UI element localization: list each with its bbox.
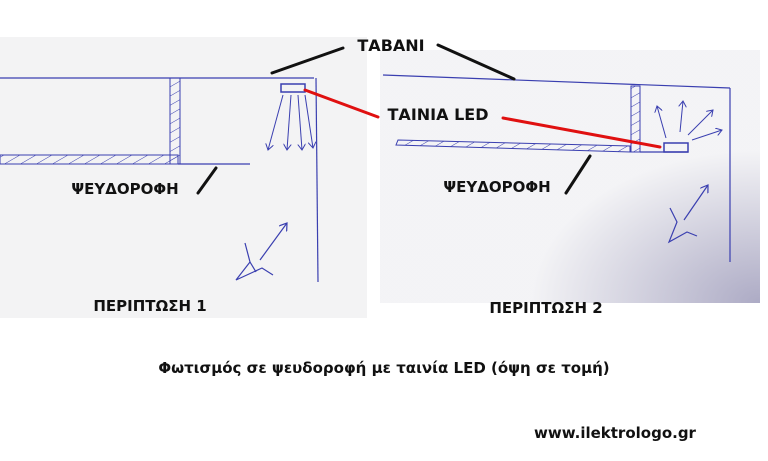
led-pointer-lines — [303, 88, 662, 149]
eye-icon — [667, 185, 708, 244]
ceiling-label: ΤΑΒΑΝΙ — [357, 36, 424, 55]
support-post — [630, 85, 641, 153]
led-strip-icon — [280, 83, 306, 93]
eye-icon — [235, 223, 287, 281]
false-ceiling-board — [0, 154, 179, 165]
pointer-lines — [196, 43, 592, 195]
false-ceiling-label-2: ΨΕΥΔΟΡΟΦΗ — [443, 178, 550, 196]
led-strip-label: ΤΑΙΝΙΑ LED — [388, 105, 489, 124]
light-rays-down-icon — [268, 94, 313, 150]
website-url: www.ilektrologo.gr — [534, 424, 697, 442]
case-2-label: ΠΕΡΙΠΤΩΣΗ 2 — [489, 299, 602, 317]
false-ceiling-label-1: ΨΕΥΔΟΡΟΦΗ — [71, 180, 178, 198]
support-post — [169, 77, 181, 165]
case-1-sketch — [0, 37, 367, 318]
light-rays-up-icon — [657, 101, 722, 141]
led-strip-icon — [663, 142, 689, 153]
caption: Φωτισμός σε ψευδοροφή με ταινία LED (όψη… — [158, 359, 609, 377]
case-1-label: ΠΕΡΙΠΤΩΣΗ 1 — [93, 297, 206, 315]
case-2-sketch — [380, 50, 760, 303]
false-ceiling-board — [395, 139, 631, 153]
